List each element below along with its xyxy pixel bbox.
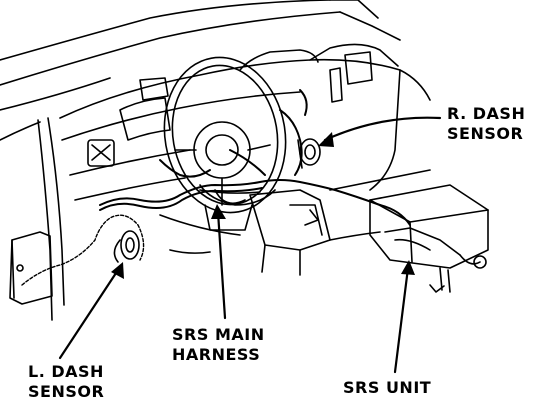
label-r-dash-sensor: R. DASH SENSOR	[447, 104, 525, 144]
instrument-cluster	[87, 77, 171, 167]
label-l-dash-sensor-line2: SENSOR	[28, 382, 105, 401]
leader-lines	[58, 116, 442, 374]
label-l-dash-sensor: L. DASH SENSOR	[28, 362, 104, 402]
steering-wheel	[163, 56, 287, 214]
label-srs-main-harness: SRS MAIN HARNESS	[172, 325, 265, 365]
label-l-dash-sensor-line1: L. DASH	[28, 362, 104, 381]
label-srs-main-harness-line2: HARNESS	[172, 345, 261, 364]
label-srs-unit: SRS UNIT	[343, 378, 431, 398]
srs-unit	[369, 184, 489, 293]
leader-l-dash	[58, 268, 120, 360]
leader-srs-main	[216, 210, 227, 320]
windshield-frame	[0, 0, 401, 111]
label-srs-unit-line1: SRS UNIT	[343, 378, 432, 397]
left-sensor-wire	[21, 214, 145, 286]
srs-main-harness-wire	[99, 89, 411, 226]
label-r-dash-sensor-line2: SENSOR	[447, 124, 524, 143]
steering-column	[199, 184, 276, 231]
center-console	[249, 169, 431, 276]
dashboard	[59, 43, 431, 254]
arrowheads	[111, 132, 415, 279]
label-srs-main-harness-line1: SRS MAIN	[172, 325, 265, 344]
right-dash-sensor	[297, 138, 321, 169]
label-r-dash-sensor-line1: R. DASH	[447, 104, 526, 123]
leader-srs-unit	[393, 266, 410, 374]
left-dash-sensor	[9, 230, 140, 305]
leader-r-dash	[323, 116, 442, 142]
